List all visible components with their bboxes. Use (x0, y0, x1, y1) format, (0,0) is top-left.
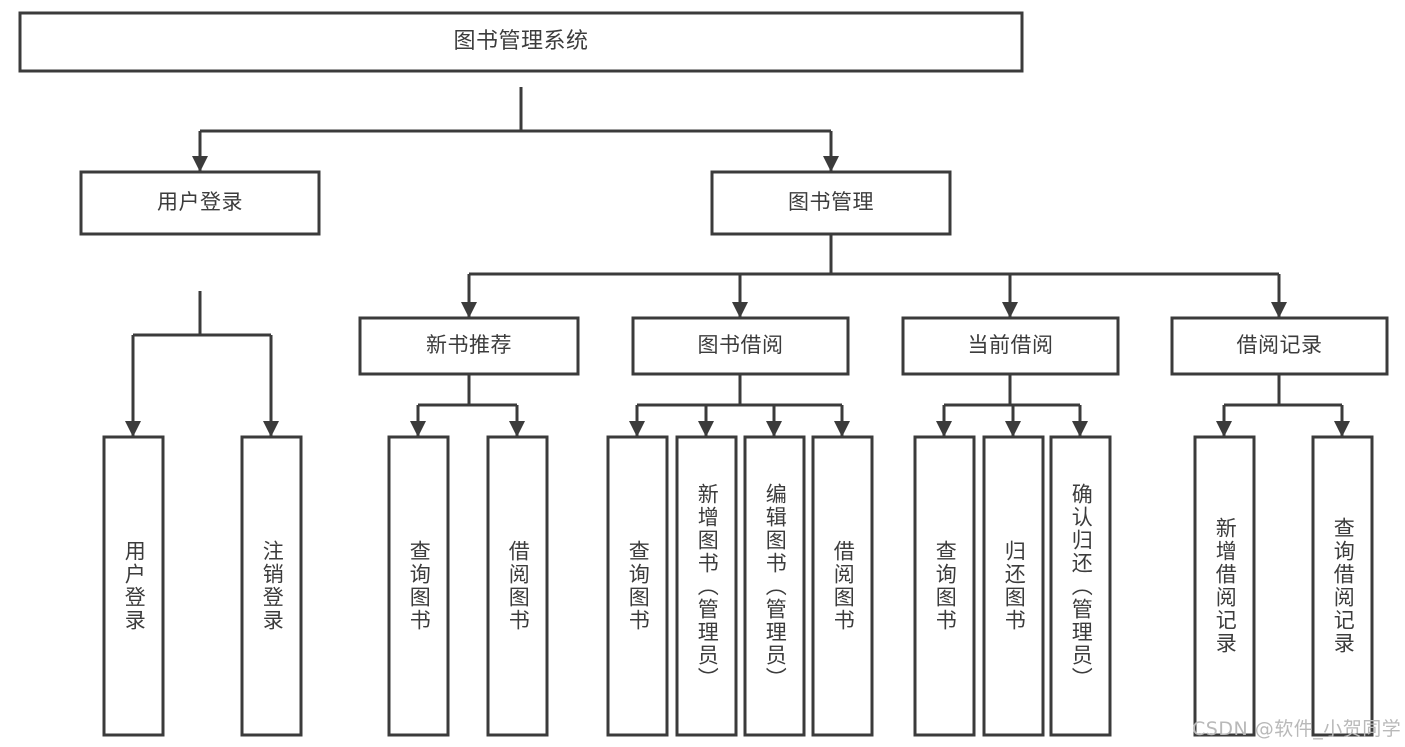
arrow-head-icon (461, 302, 477, 318)
arrow-head-icon (823, 156, 839, 172)
connector-group (131, 291, 273, 437)
arrow-head-icon (834, 421, 850, 437)
node-box-current-borrow[interactable] (901, 316, 1120, 376)
node-box-leaf-borrow-book[interactable] (811, 435, 874, 737)
node-box-root[interactable] (18, 11, 1024, 73)
arrow-head-icon (766, 421, 782, 437)
node-box-new-book-recommend[interactable] (358, 316, 580, 376)
arrow-head-icon (509, 421, 525, 437)
node-box-leaf-return-book[interactable] (982, 435, 1045, 737)
connector-group (467, 230, 1281, 318)
node-box-borrow-record[interactable] (1170, 316, 1389, 376)
arrow-head-icon (936, 421, 952, 437)
node-box-leaf-logout-login[interactable] (240, 435, 303, 737)
arrow-head-icon (263, 421, 279, 437)
arrow-head-icon (732, 302, 748, 318)
node-box-leaf-user-login[interactable] (102, 435, 165, 737)
node-box-leaf-query-book-recommend[interactable] (387, 435, 450, 737)
node-box-leaf-query-book-current[interactable] (913, 435, 976, 737)
arrow-head-icon (1216, 421, 1232, 437)
node-box-user-login[interactable] (79, 170, 321, 236)
node-box-book-borrow[interactable] (631, 316, 850, 376)
arrow-head-icon (1072, 421, 1088, 437)
arrow-head-icon (125, 421, 141, 437)
connector-group (198, 87, 833, 172)
node-box-leaf-query-borrow-record[interactable] (1311, 435, 1374, 737)
arrow-head-icon (192, 156, 208, 172)
arrow-head-icon (1271, 302, 1287, 318)
arrow-head-icon (410, 421, 426, 437)
arrow-head-icon (1334, 421, 1350, 437)
arrow-head-icon (698, 421, 714, 437)
arrow-head-icon (1005, 421, 1021, 437)
node-box-leaf-add-borrow-record[interactable] (1193, 435, 1256, 737)
arrow-head-icon (629, 421, 645, 437)
node-box-leaf-borrow-book-recommend[interactable] (486, 435, 549, 737)
node-box-book-manage[interactable] (710, 170, 952, 236)
arrow-head-icon (1002, 302, 1018, 318)
node-box-leaf-edit-book-admin[interactable] (743, 435, 806, 737)
node-box-leaf-confirm-return-admin[interactable] (1049, 435, 1112, 737)
node-box-leaf-add-book-admin[interactable] (675, 435, 738, 737)
node-box-leaf-query-book-borrow[interactable] (606, 435, 669, 737)
